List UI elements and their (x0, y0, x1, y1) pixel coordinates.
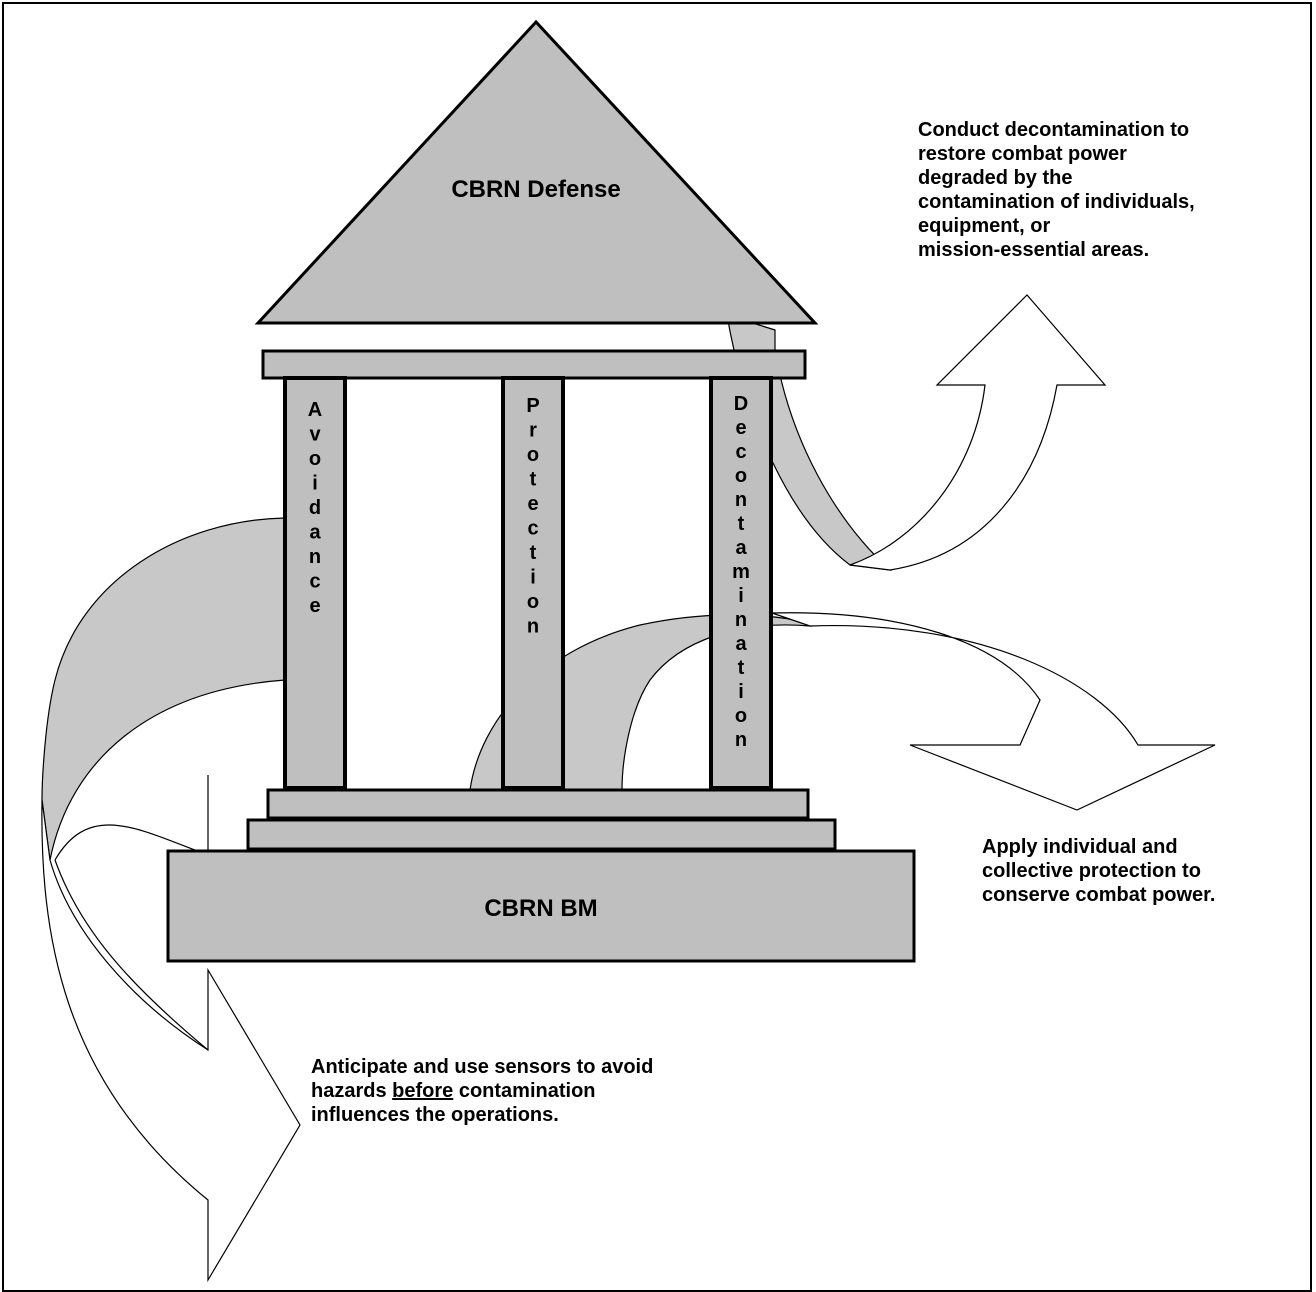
pillar-protection (501, 376, 565, 790)
note-protection-line: conserve combat power. (982, 884, 1216, 906)
roof-label: CBRN Defense (451, 176, 620, 203)
note-avoidance-line: Anticipate and use sensors to avoid (311, 1056, 654, 1078)
note-decontamination-line: mission-essential areas. (918, 239, 1150, 261)
avoidance-arrow (41, 799, 301, 1283)
note-protection-line: Apply individual and (982, 836, 1178, 858)
note-avoidance-line: hazards before contamination (311, 1079, 653, 1103)
pillar-avoidance (283, 376, 347, 790)
base-label: CBRN BM (484, 895, 597, 922)
protection-arrow (771, 612, 1216, 811)
note-decontamination-line: equipment, or (918, 215, 1051, 237)
base (166, 849, 916, 963)
entablature (261, 349, 807, 380)
decontamination-arrow (849, 294, 1107, 571)
note-avoidance-line: influences the operations. (311, 1104, 559, 1126)
note-decontamination: Conduct decontamination to restore comba… (918, 118, 1195, 262)
step-upper (266, 788, 810, 820)
avoidance-arrow-edge (54, 859, 209, 1051)
roof (254, 19, 819, 325)
note-decontamination-line: restore combat power (918, 143, 1127, 165)
step-lower (246, 818, 837, 851)
note-protection: Apply individual and collective protecti… (982, 835, 1215, 907)
pillar-decontamination (709, 376, 773, 790)
note-avoidance-text: hazards (311, 1080, 393, 1102)
note-avoidance: Anticipate and use sensors to avoid haza… (311, 1055, 653, 1127)
note-avoidance-emphasis: before (392, 1080, 454, 1102)
note-decontamination-line: degraded by the (918, 167, 1073, 189)
note-decontamination-line: contamination of individuals, (918, 191, 1195, 213)
note-avoidance-text: contamination (453, 1080, 596, 1102)
note-decontamination-line: Conduct decontamination to (918, 119, 1190, 141)
avoidance-ribbon (41, 517, 286, 861)
note-protection-line: collective protection to (982, 860, 1201, 882)
